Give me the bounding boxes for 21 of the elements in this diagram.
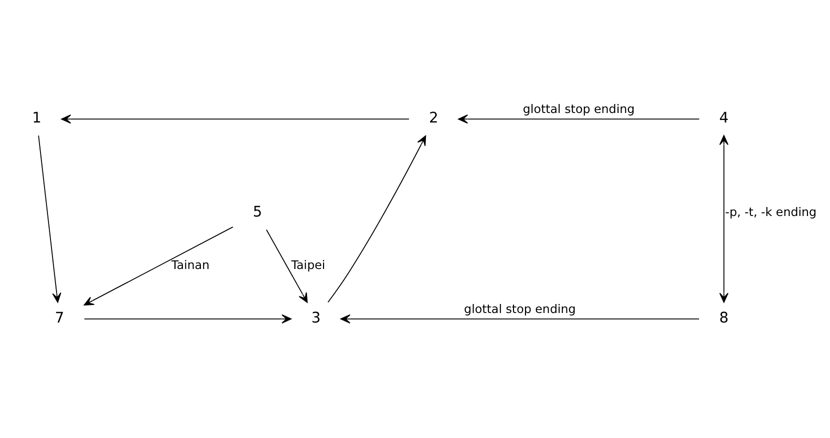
node-text: 2 bbox=[429, 110, 438, 127]
node-text: 8 bbox=[719, 309, 729, 326]
arrow bbox=[719, 135, 728, 303]
arrow bbox=[328, 135, 426, 303]
node-text: 1 bbox=[32, 110, 42, 127]
arrow bbox=[340, 314, 700, 324]
arrow bbox=[61, 114, 410, 124]
node-text: 3 bbox=[311, 309, 321, 326]
arrow bbox=[84, 314, 292, 324]
edge-label: -p, -t, -k ending bbox=[725, 205, 817, 220]
arrow bbox=[84, 226, 234, 306]
arrow bbox=[38, 135, 62, 303]
edge-label: glottal stop ending bbox=[522, 102, 635, 116]
node-text: 4 bbox=[719, 110, 729, 127]
arrow bbox=[266, 229, 308, 303]
edge-label: glottal stop ending bbox=[464, 302, 576, 316]
arrow bbox=[458, 114, 700, 124]
edge-label: Taipei bbox=[291, 258, 326, 272]
node-text: 7 bbox=[54, 309, 64, 326]
node-text: 5 bbox=[252, 204, 262, 221]
edge-label: Tainan bbox=[171, 258, 210, 272]
